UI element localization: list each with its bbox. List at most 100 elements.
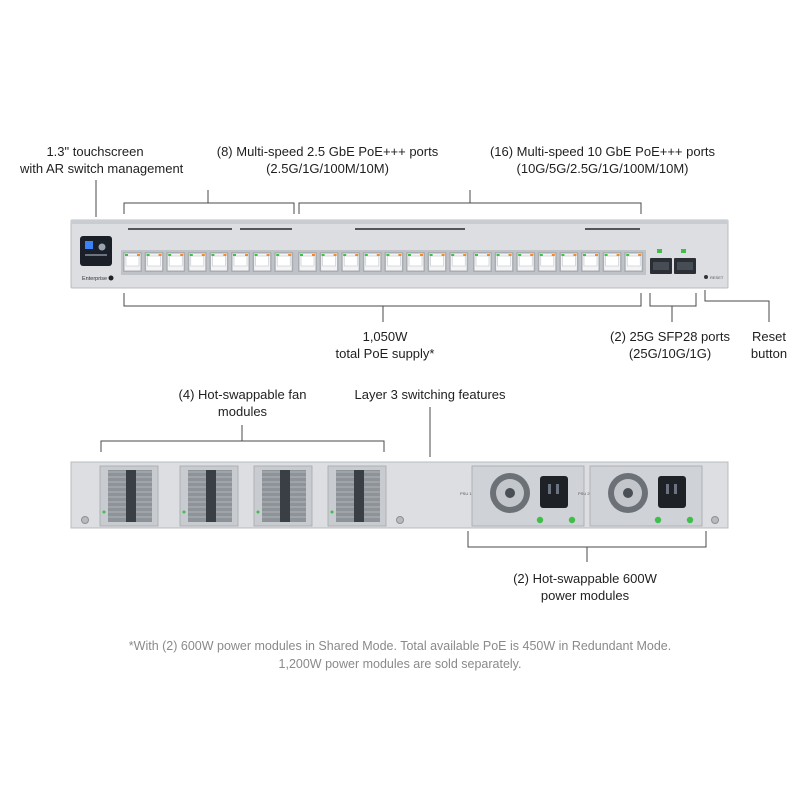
sfp-led <box>657 249 662 253</box>
port-led-green <box>211 254 215 256</box>
port-led-orange <box>137 254 140 256</box>
front-chassis-top-edge <box>71 220 728 224</box>
port-led-orange <box>616 254 620 256</box>
port-led-orange <box>201 254 205 256</box>
port-socket <box>518 255 533 267</box>
port-led-orange <box>487 254 490 256</box>
rj45-port <box>252 252 272 272</box>
footnote-line-2: 1,200W power modules are sold separately… <box>278 657 522 671</box>
power-bracket <box>467 531 707 548</box>
port-led-green <box>343 254 347 256</box>
port-led-green <box>496 254 500 256</box>
port-led-orange <box>508 254 512 256</box>
port-socket <box>212 255 226 267</box>
fan-handle <box>354 470 364 522</box>
port-socket <box>475 255 490 267</box>
port-socket <box>255 255 269 267</box>
fan-module <box>327 465 387 527</box>
port-led-green <box>321 254 325 256</box>
port-led-orange <box>245 254 248 256</box>
sfp28-port <box>650 249 672 274</box>
fan-led <box>102 510 106 514</box>
sfp-slot <box>677 262 693 270</box>
vent-slit <box>128 228 232 230</box>
footnote: *With (2) 600W power modules in Shared M… <box>0 637 800 673</box>
screw-icon <box>711 516 719 524</box>
power-socket-icon <box>540 476 568 508</box>
reset-leader <box>704 290 770 322</box>
port-led-orange <box>376 254 380 256</box>
port-socket <box>300 255 315 267</box>
port-led-orange <box>266 254 270 256</box>
brand-text: Enterprise <box>82 276 107 282</box>
port-led-green <box>168 254 172 256</box>
port-led-green <box>364 254 368 256</box>
port-led-orange <box>223 254 227 256</box>
port-socket <box>343 255 358 267</box>
port-led-orange <box>573 254 577 256</box>
port-led-orange <box>158 254 162 256</box>
port-socket <box>233 255 248 267</box>
screw-icon <box>81 516 89 524</box>
port-led-green <box>429 254 433 256</box>
power-modules-label: (2) Hot-swappable 600W power modules <box>513 571 657 603</box>
rj45-port <box>602 252 622 272</box>
port-socket <box>125 255 140 267</box>
port-led-green <box>451 254 455 256</box>
power-module: PSU 2 <box>578 465 703 527</box>
power-socket-icon <box>658 476 686 508</box>
rj45-port <box>516 252 536 272</box>
port-led-green <box>561 254 565 256</box>
socket-pin <box>556 484 559 494</box>
rj45-port <box>319 252 339 272</box>
touchscreen-icon <box>80 236 112 266</box>
fan-module <box>253 465 313 527</box>
port-socket <box>168 255 183 267</box>
screen-tile-icon <box>85 241 93 249</box>
vent-slit <box>355 228 465 230</box>
rj45-port <box>427 252 447 272</box>
port-led-green <box>539 254 543 256</box>
port-group-3 <box>471 250 646 275</box>
psu-led <box>686 516 694 524</box>
rj45-port <box>473 252 492 272</box>
sfp-bracket <box>649 293 697 307</box>
port-led-orange <box>180 254 184 256</box>
rj45-port <box>559 252 579 272</box>
sfp28-label: (2) 25G SFP28 ports (25G/10G/1G) <box>610 329 730 361</box>
power-module: PSU 1 <box>460 465 585 527</box>
port-socket <box>583 255 598 267</box>
port-group-2 <box>296 250 471 275</box>
fan-led <box>182 510 186 514</box>
fan-module <box>99 465 159 527</box>
rj45-port <box>341 252 361 272</box>
port-led-green <box>583 254 586 256</box>
fan-led <box>330 510 334 514</box>
poe-bracket <box>123 293 642 307</box>
sfp-slot <box>653 262 669 270</box>
fan-handle <box>280 470 290 522</box>
brand-logo-icon <box>108 275 114 281</box>
port-socket <box>605 255 619 267</box>
fan-module <box>179 465 239 527</box>
port-socket <box>626 255 641 267</box>
reset-label: Reset button <box>750 329 788 361</box>
reset-marking: RESET <box>710 275 724 280</box>
rj45-port <box>209 252 229 272</box>
port-socket <box>322 255 336 267</box>
rj45-port <box>624 252 644 272</box>
port-led-orange <box>333 254 337 256</box>
port-led-green <box>254 254 258 256</box>
port-led-orange <box>355 254 359 256</box>
port-socket <box>497 255 511 267</box>
port-led-green <box>626 254 630 256</box>
port-led-green <box>408 254 411 256</box>
port-led-orange <box>463 254 467 256</box>
rj45-port <box>406 252 425 272</box>
touchscreen-label: 1.3" touchscreen with AR switch manageme… <box>20 144 184 176</box>
port-socket <box>190 255 205 267</box>
rj45-port <box>384 252 404 272</box>
ports-2-5g-bracket <box>123 202 295 214</box>
